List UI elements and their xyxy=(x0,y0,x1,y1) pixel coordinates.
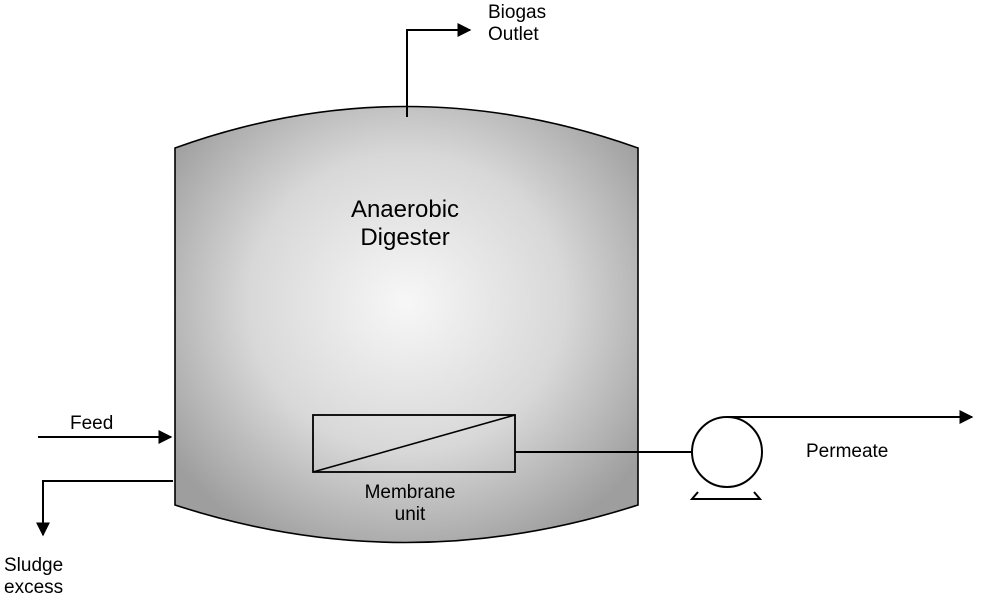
pump-icon xyxy=(689,416,763,500)
feed-label: Feed xyxy=(70,413,114,434)
digester-vessel xyxy=(174,105,639,544)
sludge-excess-label: Sludge excess xyxy=(4,555,63,600)
membrane-unit-label: Membrane unit xyxy=(335,482,485,527)
sludge-excess-label-line1: Sludge xyxy=(4,555,64,576)
permeate-label: Permeate xyxy=(806,441,889,462)
membrane-unit-label-line2: unit xyxy=(394,504,426,526)
digester-label-line2: Digester xyxy=(360,224,450,252)
biogas-outlet-label-line2: Outlet xyxy=(488,24,539,46)
sludge-excess-line xyxy=(36,480,173,537)
digester-label-line1: Anaerobic xyxy=(350,196,460,223)
membrane-unit-box xyxy=(312,414,516,473)
membrane-diagonal xyxy=(312,414,516,473)
membrane-unit-label-line1: Membrane xyxy=(364,482,456,503)
biogas-outlet-line xyxy=(406,23,472,117)
biogas-outlet-label-line1: Biogas xyxy=(488,2,547,23)
biogas-outlet-label: Biogas Outlet xyxy=(488,2,546,47)
sludge-excess-label-line2: excess xyxy=(4,577,64,599)
digester-label: Anaerobic Digester xyxy=(330,196,480,253)
